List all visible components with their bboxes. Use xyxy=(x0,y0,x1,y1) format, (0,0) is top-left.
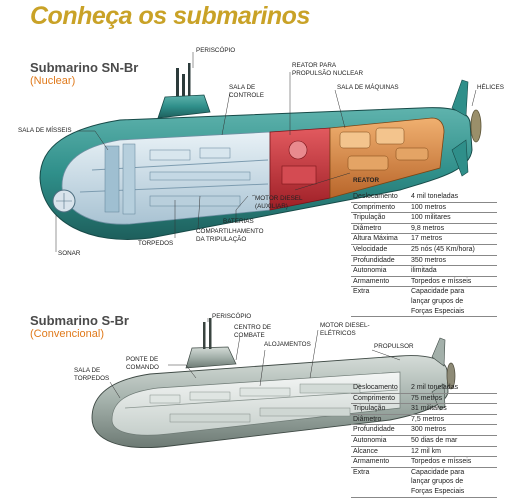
nuclear-tail-fin-bottom xyxy=(451,139,469,177)
spec-row: Velocidade 25 nós (45 Km/hora) xyxy=(351,244,497,256)
label-nuclear-helices: HÉLICES xyxy=(477,84,504,91)
spec-key: Comprimento xyxy=(353,394,396,402)
spec-value: 100 metros xyxy=(411,203,447,211)
label-nuclear-motor-diesel: MOTOR DIESEL (AUXILIAR) xyxy=(255,195,303,210)
spec-key: Tripulação xyxy=(353,214,386,222)
spec-key: Diâmetro xyxy=(353,224,382,232)
spec-key: Deslocamento xyxy=(353,193,398,200)
label-conv-propulsor: PROPULSOR xyxy=(374,343,414,350)
label-conv-ponte-comando: PONTE DE COMANDO xyxy=(126,356,159,371)
conventional-sail xyxy=(185,346,237,369)
spec-key: Altura Máxima xyxy=(353,235,398,243)
label-nuclear-sonar: SONAR xyxy=(58,250,81,257)
label-nuclear-periscopio: PERISCÓPIO xyxy=(196,47,236,54)
conventional-tail-fin-top xyxy=(431,337,446,367)
spec-key: Alcance xyxy=(353,447,378,455)
spec-value: 50 dias de mar xyxy=(411,436,458,444)
label-nuclear-baterias: BATERIAS xyxy=(223,218,254,225)
conventional-mast-1 xyxy=(203,322,206,349)
nuclear-mast-1 xyxy=(176,68,179,96)
label-conv-centro-combate: CENTRO DE COMBATE xyxy=(234,324,272,339)
spec-key: Extra xyxy=(353,468,370,476)
spec-value: 25 nós (45 Km/hora) xyxy=(411,245,475,253)
conventional-propeller xyxy=(446,362,456,390)
spec-row: Tripulação 100 militares xyxy=(351,213,497,224)
label-nuclear-sala-maquinas: SALA DE MÁQUINAS xyxy=(337,84,399,91)
spec-key: Autonomia xyxy=(353,267,387,275)
spec-row: Extra Capacidade para lançar grupos de Fo… xyxy=(351,467,497,498)
spec-row: Comprimento 100 metros xyxy=(351,202,497,213)
spec-row: Armamento Torpedos e mísseis xyxy=(351,457,497,468)
label-nuclear-reator: REATOR xyxy=(353,177,380,184)
spec-value: 100 militares xyxy=(411,214,451,222)
label-nuclear-sala-misseis: SALA DE MÍSSEIS xyxy=(18,127,72,134)
label-nuclear-reator-propulsao: REATOR PARA PROPULSÃO NUCLEAR xyxy=(292,62,364,77)
spec-value: ilimitada xyxy=(411,267,437,275)
spec-key: Extra xyxy=(353,288,370,296)
spec-key: Diâmetro xyxy=(353,415,382,423)
spec-key: Comprimento xyxy=(353,203,396,211)
spec-row: Diâmetro 7,5 metros xyxy=(351,414,497,425)
spec-value: 4 mil toneladas xyxy=(411,193,459,200)
spec-value: 9,8 metros xyxy=(411,224,445,232)
nuclear-propeller xyxy=(470,109,482,143)
nuclear-sub-name: Submarino SN-Br xyxy=(30,60,139,75)
nuclear-mast-2 xyxy=(182,74,185,96)
spec-value: 17 metros xyxy=(411,235,443,243)
conventional-mast-2 xyxy=(209,318,212,349)
spec-key: Velocidade xyxy=(353,245,388,253)
spec-key: Armamento xyxy=(353,458,390,466)
spec-value: 75 metros xyxy=(411,394,443,402)
spec-row: Altura Máxima 17 metros xyxy=(351,234,497,245)
conventional-sub-type: (Convencional) xyxy=(30,328,104,340)
page-title: Conheça os submarinos xyxy=(30,2,310,30)
nuclear-tail-fin-top xyxy=(451,79,469,117)
spec-row: Deslocamento 4 mil toneladas xyxy=(351,192,497,203)
label-nuclear-torpedos: TORPEDOS xyxy=(138,240,174,247)
spec-key: Profundidade xyxy=(353,426,395,434)
spec-value: Capacidade para lançar grupos de Forças … xyxy=(411,468,465,495)
spec-row: Extra Capacidade para lançar grupos de Fo… xyxy=(351,287,497,317)
spec-row: Autonomia 50 dias de mar xyxy=(351,435,497,447)
spec-row: Autonomia ilimitada xyxy=(351,266,497,277)
spec-value: 300 metros xyxy=(411,426,447,434)
label-nuclear-compartilhamento: COMPARTILHAMENTO DA TRIPULAÇÃO xyxy=(196,228,264,243)
spec-key: Armamento xyxy=(353,277,390,285)
label-conv-periscopio: PERISCÓPIO xyxy=(212,313,252,320)
conventional-tail-fin-bottom xyxy=(431,383,446,411)
spec-key: Tripulação xyxy=(353,405,386,413)
label-conv-sala-torpedos: SALA DE TORPEDOS xyxy=(74,367,110,382)
spec-row: Diâmetro 9,8 metros xyxy=(351,223,497,234)
nuclear-sail xyxy=(157,94,211,119)
spec-value: Capacidade para lançar grupos de Forças … xyxy=(411,288,465,315)
label-nuclear-sala-controle: SALA DE CONTROLE xyxy=(229,84,264,99)
spec-row: Comprimento 75 metros xyxy=(351,393,497,404)
spec-key: Autonomia xyxy=(353,436,387,444)
spec-row: Tripulação 31 militares xyxy=(351,404,497,415)
label-conv-alojamentos: ALOJAMENTOS xyxy=(264,341,311,348)
spec-row: Deslocamento 2 mil toneladas xyxy=(351,383,497,394)
nuclear-sub-type: (Nuclear) xyxy=(30,75,76,87)
spec-row: Profundidade 350 metros xyxy=(351,255,497,266)
spec-key: Deslocamento xyxy=(353,384,398,391)
spec-row: Armamento Torpedos e mísseis xyxy=(351,276,497,287)
spec-value: 350 metros xyxy=(411,256,447,264)
spec-value: 31 militares xyxy=(411,405,447,413)
spec-row: Profundidade 300 metros xyxy=(351,425,497,436)
conventional-sub-name: Submarino S-Br xyxy=(30,313,129,328)
label-conv-motor-diesel-eletricos: MOTOR DIESEL- ELÉTRICOS xyxy=(320,322,370,337)
nuclear-mast-3 xyxy=(188,63,191,96)
spec-value: 12 mil km xyxy=(411,447,441,455)
spec-value: 7,5 metros xyxy=(411,415,445,423)
spec-key: Profundidade xyxy=(353,256,395,264)
spec-value: Torpedos e mísseis xyxy=(411,458,472,466)
spec-value: 2 mil toneladas xyxy=(411,384,459,391)
spec-row: Alcance 12 mil km xyxy=(351,446,497,457)
spec-value: Torpedos e mísseis xyxy=(411,277,472,285)
